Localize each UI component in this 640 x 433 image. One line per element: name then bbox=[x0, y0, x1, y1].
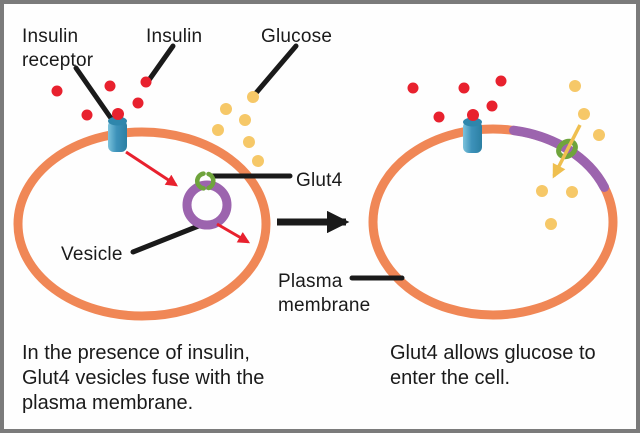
glucose-dot bbox=[243, 136, 255, 148]
label-insulin-receptor: Insulin receptor bbox=[22, 26, 94, 71]
insulin-dot bbox=[104, 80, 116, 92]
insulin-dot bbox=[140, 76, 152, 88]
insulin-receptor-leader-line bbox=[73, 65, 118, 127]
glucose-leader-line bbox=[253, 43, 299, 96]
glut4-vesicle bbox=[182, 180, 232, 230]
glucose-entry-arrow bbox=[552, 124, 582, 179]
glucose-dot bbox=[593, 129, 605, 141]
receptor-to-vesicle-arrow bbox=[125, 150, 179, 187]
vesicle-leader-line bbox=[130, 222, 204, 255]
insulin-dot bbox=[81, 109, 93, 121]
label-vesicle: Vesicle bbox=[61, 244, 123, 265]
glucose-dot-inside-cell bbox=[545, 218, 557, 230]
glucose-dot bbox=[569, 80, 581, 92]
diagram-artwork bbox=[13, 43, 618, 321]
glut4-protein-left bbox=[194, 171, 216, 191]
label-plasma-membrane: Plasma membrane bbox=[278, 271, 371, 316]
leader-lines bbox=[73, 43, 405, 281]
insulin-dot bbox=[132, 97, 144, 109]
glucose-dot bbox=[578, 108, 590, 120]
glucose-molecules bbox=[212, 80, 605, 230]
glucose-dot-inside-cell bbox=[536, 185, 548, 197]
insulin-dot bbox=[433, 111, 445, 123]
insulin-dot bbox=[407, 82, 419, 94]
insulin-dot-on-receptor bbox=[112, 108, 124, 120]
signal-arrows bbox=[125, 150, 251, 244]
fused-glut4-membrane-segment bbox=[509, 125, 610, 192]
insulin-dot-on-receptor bbox=[467, 109, 479, 121]
insulin-dot bbox=[51, 85, 63, 97]
glucose-dot bbox=[239, 114, 251, 126]
insulin-receptor-right bbox=[463, 117, 482, 153]
right-cell-membrane bbox=[368, 124, 618, 320]
insulin-molecules bbox=[51, 75, 507, 123]
left-cell-membrane bbox=[13, 127, 271, 321]
glucose-dot-inside-cell bbox=[566, 186, 578, 198]
insulin-leader-line bbox=[146, 43, 176, 83]
glut4-protein-right bbox=[556, 138, 578, 160]
caption-right: Glut4 allows glucose to enter the cell. bbox=[390, 342, 596, 389]
insulin-dot bbox=[495, 75, 507, 87]
glucose-dot bbox=[247, 91, 259, 103]
caption-left: In the presence of insulin, Glut4 vesicl… bbox=[22, 342, 265, 414]
glucose-dot bbox=[252, 155, 264, 167]
insulin-dot bbox=[486, 100, 498, 112]
vesicle-to-membrane-arrow bbox=[216, 222, 251, 244]
insulin-dot bbox=[458, 82, 470, 94]
glucose-dot bbox=[220, 103, 232, 115]
label-glucose: Glucose bbox=[261, 26, 333, 47]
glucose-dot bbox=[212, 124, 224, 136]
label-insulin: Insulin bbox=[146, 26, 203, 47]
insulin-receptor-left bbox=[108, 116, 127, 152]
label-glut4: Glut4 bbox=[296, 170, 343, 191]
